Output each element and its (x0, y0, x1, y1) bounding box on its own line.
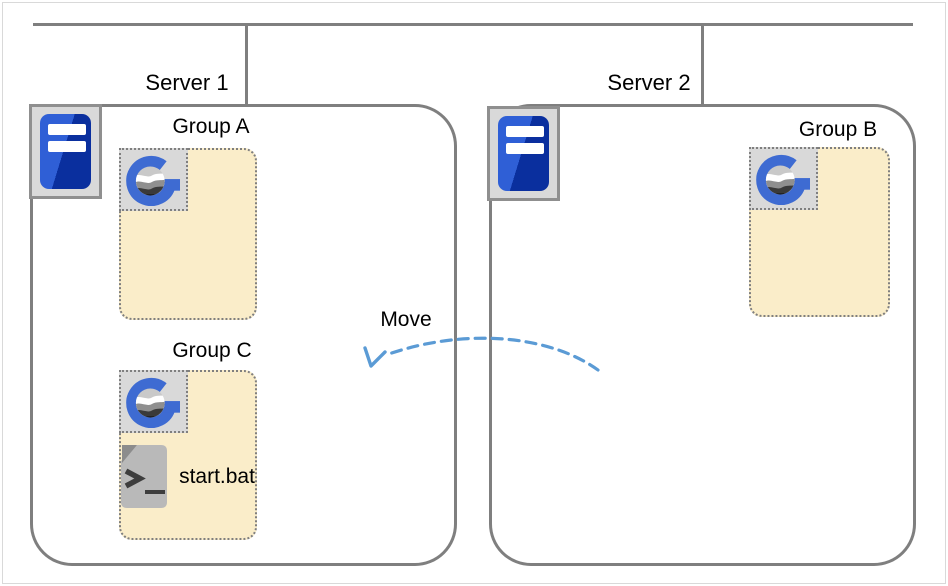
file-name-label: start.bat (179, 465, 255, 488)
group-a-box (119, 148, 257, 320)
tower-slot (48, 124, 86, 135)
network-bus-line (33, 23, 913, 26)
server1-label: Server 1 (145, 70, 229, 95)
server1-bus-connector-line (245, 25, 248, 105)
server-tower-glyph (40, 114, 91, 189)
server1-tower-icon (29, 104, 102, 199)
tower-slot (506, 126, 544, 137)
server2-label: Server 2 (607, 70, 691, 95)
g-globe-logo-icon (756, 153, 812, 205)
group-c-logo-icon (119, 370, 188, 433)
batch-file-icon (121, 445, 167, 508)
server-tower-glyph (498, 116, 549, 191)
group-a-label: Group A (172, 115, 250, 138)
tower-slot (48, 141, 86, 152)
group-b-logo-icon (749, 147, 818, 210)
move-label: Move (380, 308, 432, 331)
server2-bus-connector-line (701, 25, 704, 105)
group-a-logo-icon (119, 148, 188, 211)
g-globe-logo-icon (126, 154, 182, 206)
group-c-label: Group C (172, 339, 252, 362)
g-globe-logo-icon (126, 376, 182, 428)
tower-slot (506, 143, 544, 154)
server2-tower-icon (487, 106, 560, 201)
group-b-label: Group B (798, 118, 878, 141)
